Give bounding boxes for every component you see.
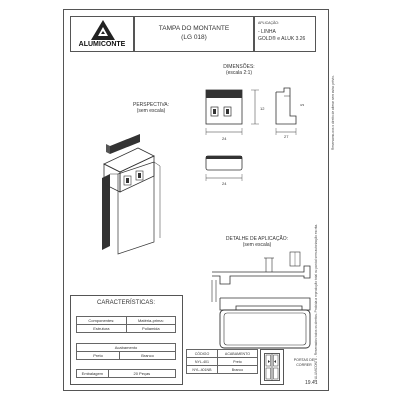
table-cell: Preto [216, 357, 259, 366]
characteristics-title: CARACTERÍSTICAS: [96, 300, 155, 306]
table-row: Acabamento [76, 343, 176, 352]
sliding-doors-icon [264, 353, 280, 381]
dim-height-label: 12 [260, 106, 265, 111]
detail-scale: (sem escala) [242, 242, 272, 248]
detail-title: DETALHE DE APLICAÇÃO: [225, 236, 289, 242]
perspective-drawing [102, 134, 161, 255]
table-row: NYL-401 Preto [186, 357, 259, 366]
application-line2: GOLD® e ALUK 3.26 [258, 36, 306, 42]
sliding-doors-box [260, 349, 284, 385]
table-cell: Branco [119, 351, 176, 360]
table-row: CÓDIGO ACABAMENTO [186, 349, 259, 358]
side-note-left: © ALUMICONTE - Reservados todos os direi… [314, 223, 318, 382]
alumiconte-logo-icon [91, 20, 115, 40]
table-header: CÓDIGO [186, 349, 218, 358]
table-cell: NYL-401NB [186, 365, 218, 374]
table-header: ACABAMENTO [216, 349, 259, 358]
table-cell: Estrutura [76, 324, 127, 333]
table-row: NYL-401NB Branco [186, 365, 259, 374]
packaging-label: Embalagem [76, 369, 109, 378]
components-table: Componentes: Matéria-prima: Estrutura Po… [76, 316, 177, 333]
table-row: Componentes: Matéria-prima: [76, 316, 177, 325]
page-subtitle: (LG 018) [181, 34, 207, 41]
page-number: 19.41 [305, 380, 318, 386]
application-label: APLICAÇÃO: [258, 21, 280, 25]
side-view-drawing [275, 87, 297, 135]
dim-bottom-width-label: 24 [222, 181, 227, 186]
sliding-doors-label2: CORRER [296, 363, 312, 367]
table-cell: Preto [75, 351, 121, 360]
packaging-table: Embalagem 20 Peças [76, 369, 177, 378]
header-title-box: TAMPA DO MONTANTE (LG 018) [134, 16, 254, 52]
application-detail-drawing [211, 251, 311, 349]
finish-table: Acabamento Preto Branco [75, 343, 176, 360]
table-row: Estrutura Poliamida [76, 324, 177, 333]
dim-depth-label: 27 [284, 134, 289, 139]
front-view-drawing [205, 89, 259, 135]
table-cell: Poliamida [125, 324, 177, 333]
table-row: Preto Branco [75, 351, 176, 360]
bottom-view-drawing [205, 155, 243, 181]
codes-table: CÓDIGO ACABAMENTO NYL-401 Preto NYL-401N… [186, 349, 259, 374]
finish-label: Acabamento [76, 343, 176, 352]
side-note-right: Reservamo-nos o direito de alterar sem a… [331, 75, 335, 150]
packaging-value: 20 Peças [107, 369, 177, 378]
dimensions-scale: (escala 2:1) [225, 70, 253, 76]
sliding-doors-label1: PORTAS DE [293, 358, 315, 362]
header-logo-box: ALUMICONTE [70, 16, 134, 52]
page-title: TAMPA DO MONTANTE [158, 25, 230, 32]
table-cell: NYL-401 [186, 357, 218, 366]
characteristics-box [70, 295, 183, 385]
perspective-title: PERSPECTIVA: [132, 102, 170, 108]
dimensions-title: DIMENSÕES: [223, 64, 255, 70]
header-application-box: APLICAÇÃO: - LINHA GOLD® e ALUK 3.26 [254, 16, 316, 52]
application-line1: - LINHA [258, 29, 276, 35]
table-cell: Branco [216, 365, 259, 374]
drawing-sheet: ALUMICONTE TAMPA DO MONTANTE (LG 018) AP… [63, 9, 329, 391]
table-cell: Matéria-prima: [125, 316, 177, 325]
dim-width-label: 24 [222, 136, 227, 141]
dim-unit-tag: 3/3 [300, 103, 305, 107]
table-row: Embalagem 20 Peças [76, 369, 177, 378]
table-cell: Componentes: [76, 316, 127, 325]
brand-name: ALUMICONTE [78, 41, 126, 48]
perspective-scale: (sem escala) [136, 108, 166, 114]
